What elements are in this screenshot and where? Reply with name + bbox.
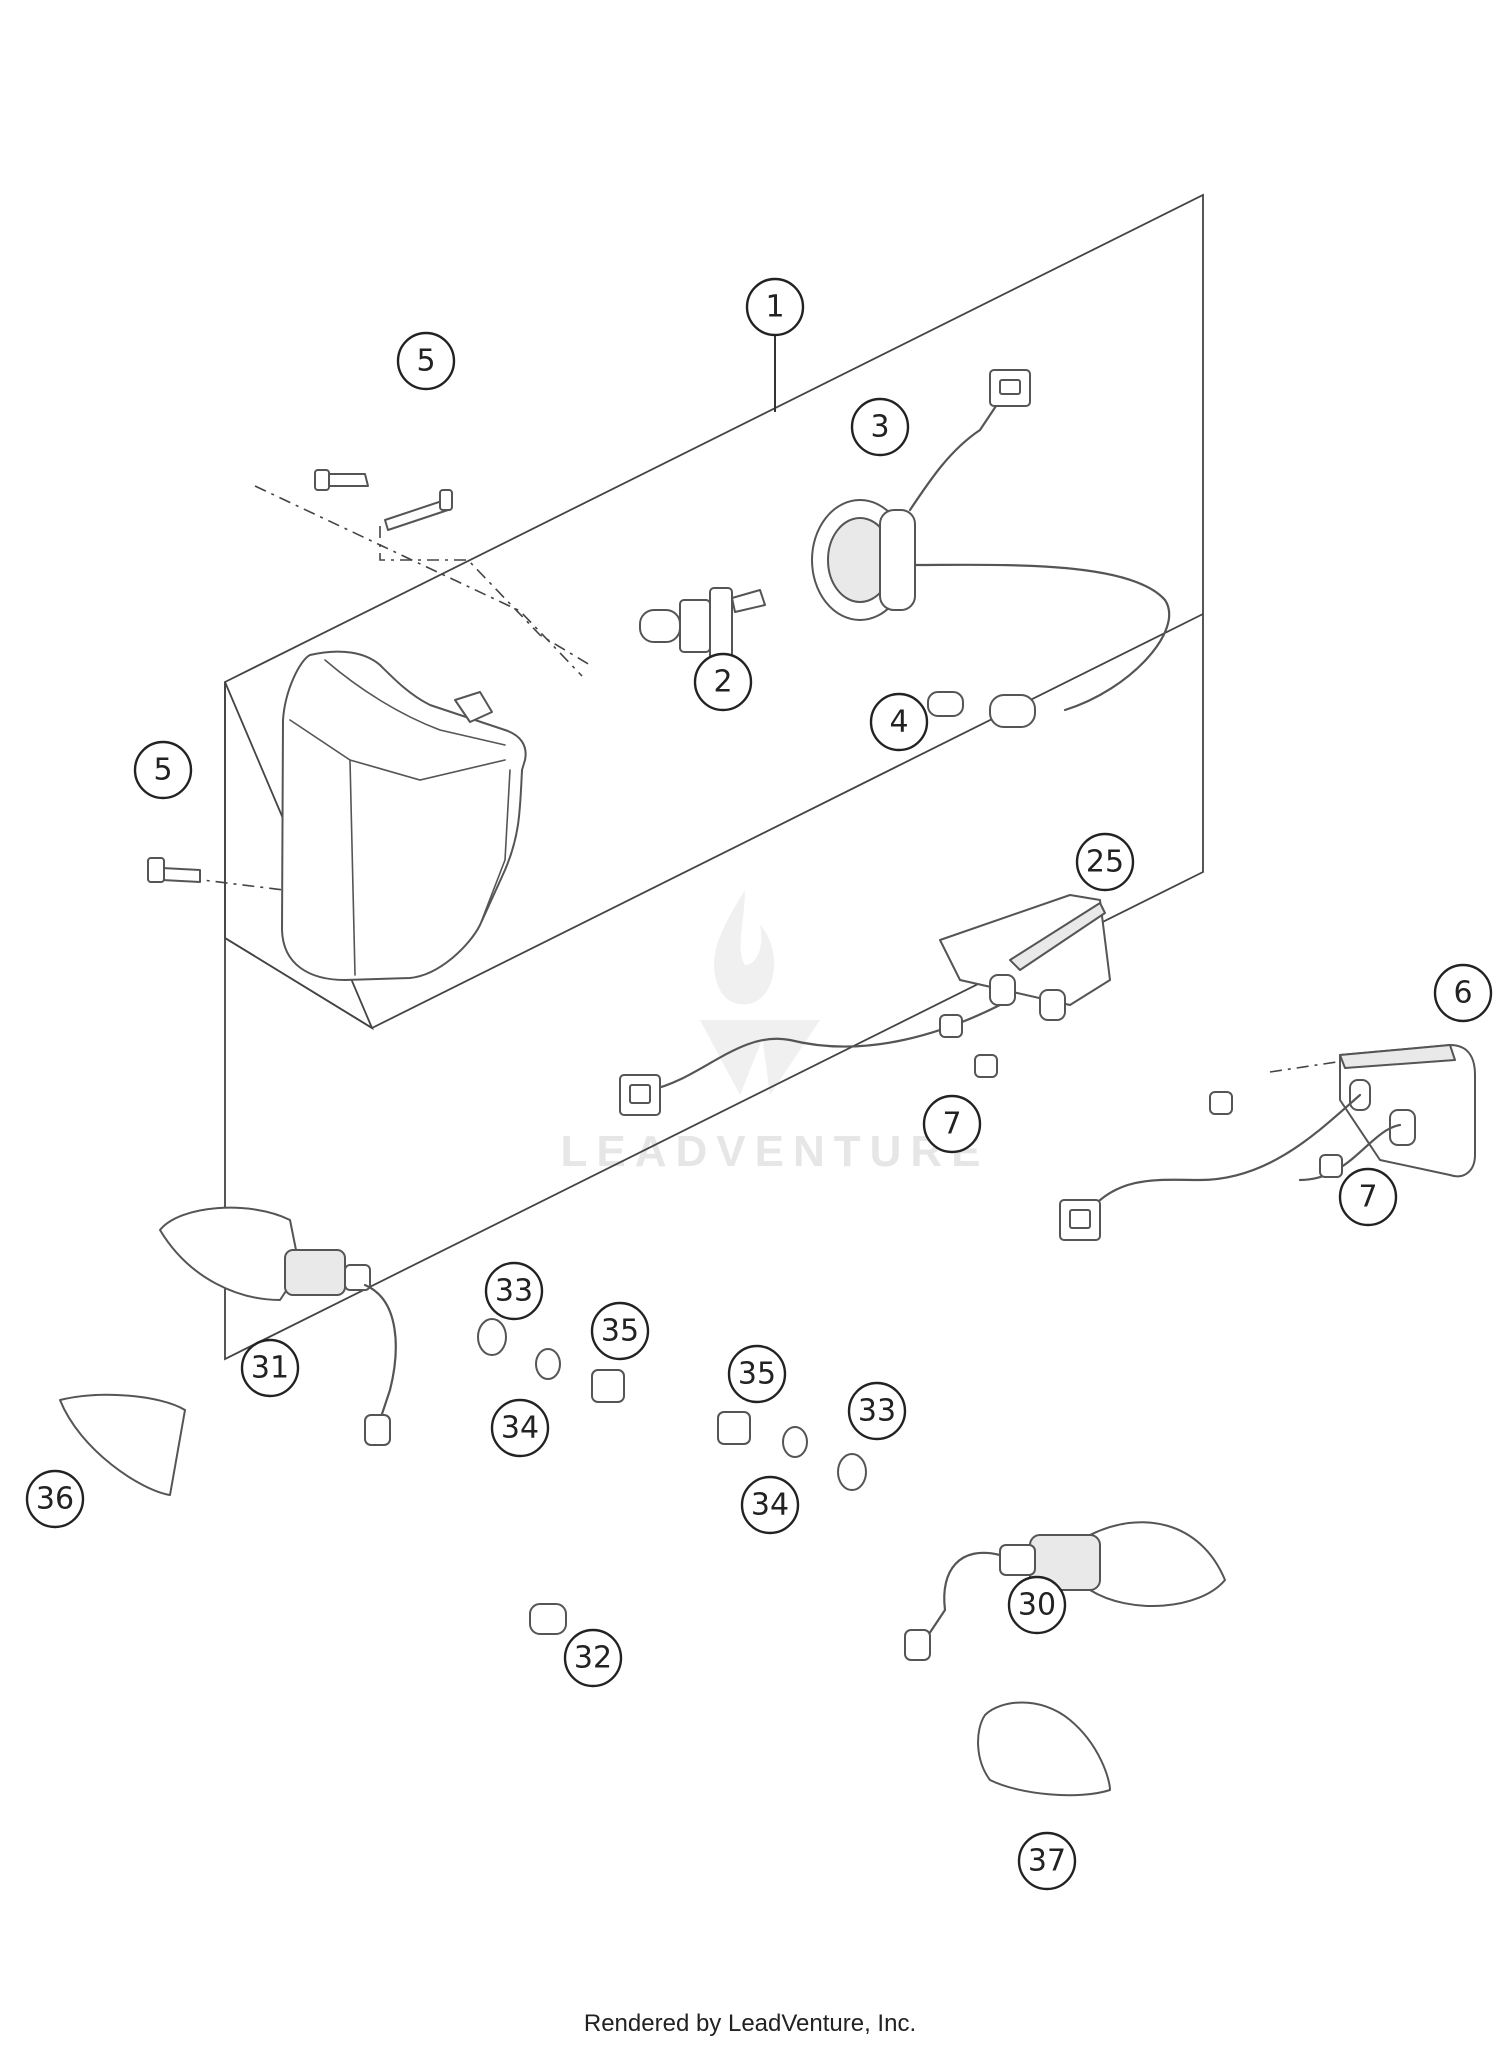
callout-3[interactable]: 3	[850, 397, 910, 457]
washer-33-left	[477, 1318, 507, 1356]
turn-signal-right	[904, 1521, 1226, 1661]
nut-35-right	[717, 1411, 751, 1445]
screw-top-1	[314, 469, 369, 491]
callout-35-left[interactable]: 35	[590, 1301, 650, 1361]
turn-signal-bulb	[529, 1603, 567, 1635]
callout-label: 5	[416, 344, 435, 379]
watermark-text: LEADVENTURE	[560, 1127, 989, 1176]
callout-label: 5	[153, 753, 172, 788]
callout-label: 32	[574, 1641, 612, 1676]
callout-label: 34	[751, 1488, 789, 1523]
callout-25[interactable]: 25	[1075, 832, 1135, 892]
footer-credit: Rendered by LeadVenture, Inc.	[583, 2010, 917, 2037]
callout-label: 36	[36, 1482, 74, 1517]
callout-1[interactable]: 1	[745, 277, 805, 337]
callout-33-right[interactable]: 33	[847, 1381, 907, 1441]
nut-7-a	[939, 1014, 963, 1038]
callout-5-top[interactable]: 5	[396, 331, 456, 391]
callout-label: 35	[738, 1357, 776, 1392]
washer-33-right	[837, 1453, 867, 1491]
tail-light-6	[1059, 1044, 1476, 1241]
headlight-bulb	[639, 587, 766, 665]
callout-label: 30	[1018, 1588, 1056, 1623]
callout-label: 2	[713, 665, 732, 700]
nut-7-b	[974, 1054, 998, 1078]
callout-label: 25	[1086, 845, 1124, 880]
screw-top-2	[384, 489, 453, 531]
callout-label: 31	[251, 1351, 289, 1386]
callout-6[interactable]: 6	[1433, 963, 1493, 1023]
lens-right	[977, 1701, 1111, 1797]
callout-5-left[interactable]: 5	[133, 740, 193, 800]
callout-31[interactable]: 31	[240, 1338, 300, 1398]
callout-37[interactable]: 37	[1017, 1831, 1077, 1891]
callout-2[interactable]: 2	[693, 652, 753, 712]
nut-7-c	[1209, 1091, 1233, 1115]
callout-36[interactable]: 36	[25, 1469, 85, 1529]
turn-signal-left	[159, 1206, 397, 1446]
callout-label: 4	[889, 705, 908, 740]
lens-left	[59, 1393, 186, 1496]
callout-33-left[interactable]: 33	[484, 1261, 544, 1321]
callout-label: 6	[1453, 976, 1472, 1011]
callout-label: 3	[870, 410, 889, 445]
callout-34-right[interactable]: 34	[740, 1475, 800, 1535]
leadventure-logo	[700, 890, 820, 1095]
callout-label: 33	[495, 1274, 533, 1309]
callout-label: 33	[858, 1394, 896, 1429]
callout-7-a[interactable]: 7	[922, 1094, 982, 1154]
nut-7-d	[1319, 1154, 1343, 1178]
screw-left	[147, 857, 201, 883]
callout-4[interactable]: 4	[869, 692, 929, 752]
headlight-housing	[281, 650, 527, 981]
bulb-socket-harness	[811, 369, 1171, 728]
callout-35-right[interactable]: 35	[727, 1344, 787, 1404]
callout-label: 1	[765, 290, 784, 325]
nut-34-right	[782, 1426, 808, 1458]
tail-light-25	[619, 894, 1111, 1116]
callout-30[interactable]: 30	[1007, 1575, 1067, 1635]
callout-label: 7	[942, 1107, 961, 1142]
watermark: LEADVENTURE	[560, 890, 989, 1176]
callout-34-left[interactable]: 34	[490, 1398, 550, 1458]
parking-bulb	[927, 691, 964, 717]
assembly-lines	[161, 485, 1351, 1073]
callout-label: 37	[1028, 1844, 1066, 1879]
nut-35-left	[591, 1369, 625, 1403]
callout-label: 7	[1358, 1180, 1377, 1215]
nut-34-left	[535, 1348, 561, 1380]
callout-7-b[interactable]: 7	[1338, 1167, 1398, 1227]
callout-label: 34	[501, 1411, 539, 1446]
callout-32[interactable]: 32	[563, 1628, 623, 1688]
callout-label: 35	[601, 1314, 639, 1349]
